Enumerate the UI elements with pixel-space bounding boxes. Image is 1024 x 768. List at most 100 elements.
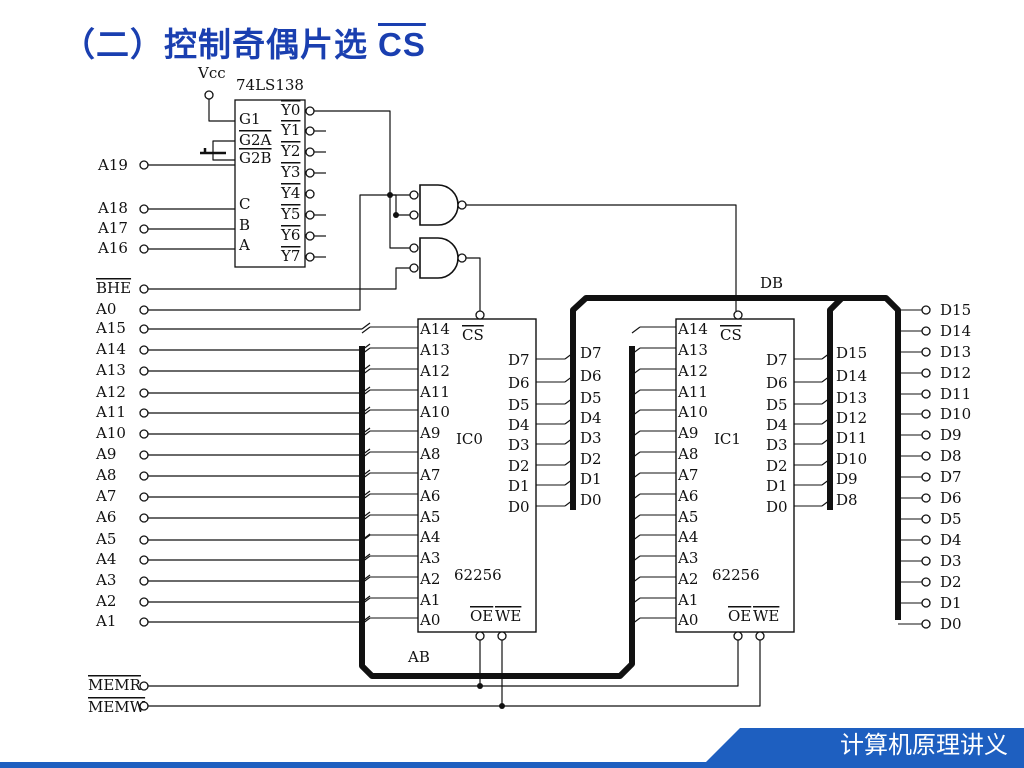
data-output-label: D14 [940, 322, 971, 340]
chip-data-pin: D7 [508, 351, 530, 369]
signal-label: A18 [97, 199, 128, 217]
nand-gate [419, 237, 459, 279]
signal-label: A16 [97, 239, 128, 257]
chip-address-pin: A6 [419, 487, 440, 505]
address-terminal [139, 597, 149, 607]
chip-data-pin: D2 [508, 457, 530, 475]
bus-tap [564, 352, 574, 360]
signal-label-memw: MEMW [88, 698, 146, 716]
ic0-data-bus-label: D5 [580, 389, 602, 407]
chip-address-pin: A4 [677, 528, 698, 546]
address-terminal [139, 555, 149, 565]
chip-address-pin: A11 [419, 383, 450, 401]
bus-tap [631, 576, 641, 584]
bus-tap [361, 368, 371, 376]
decoder-output-label: Y3 [280, 163, 300, 181]
address-terminal [139, 324, 149, 334]
decoder-output-bubble [305, 147, 315, 157]
bus-tap [361, 574, 371, 582]
data-output-terminal [921, 389, 931, 399]
address-terminal [139, 366, 149, 376]
data-output-label: D9 [940, 426, 962, 444]
chip-address-pin: A13 [677, 341, 708, 359]
decoder-input-label: A [238, 236, 250, 254]
data-output-label: D1 [940, 594, 962, 612]
terminal [139, 305, 149, 315]
data-output-terminal [921, 430, 931, 440]
ic0-data-bus-label: D2 [580, 450, 602, 468]
decoder-input-label: G2B [239, 149, 272, 167]
bus-tap [821, 417, 831, 425]
data-output-terminal [921, 598, 931, 608]
data-output-label: D0 [940, 615, 962, 633]
nand-output-bubble [457, 253, 467, 263]
data-output-label: D15 [940, 301, 971, 319]
chip-address-pin: A14 [677, 320, 708, 338]
chip-address-pin: A13 [419, 341, 450, 359]
decoder-output-bubble [305, 168, 315, 178]
chip-data-pin: D1 [766, 477, 788, 495]
chip-address-pin: A5 [677, 508, 698, 526]
bus-tap [631, 555, 641, 563]
ic1-data-bus-label: D14 [836, 367, 867, 385]
chip-address-pin: A14 [419, 320, 450, 338]
decoder-output-bubble [305, 189, 315, 199]
address-signal-label: A5 [95, 530, 116, 548]
terminal [139, 204, 149, 214]
nand-gate [419, 184, 459, 226]
bus-tap [361, 576, 371, 584]
chip-data-pin: D7 [766, 351, 788, 369]
address-signal-label: A8 [95, 466, 116, 484]
address-signal-label: A9 [95, 445, 116, 463]
terminal [409, 190, 419, 200]
address-terminal [139, 388, 149, 398]
signal-label-bhe: BHE [96, 279, 131, 297]
bus-tap [631, 514, 641, 522]
chip-label: IC0 [456, 430, 483, 448]
bus-tap [361, 490, 371, 498]
address-signal-label: A13 [95, 361, 126, 379]
chip-data-pin: D4 [508, 416, 530, 434]
address-terminal [139, 576, 149, 586]
chip-we-pin-label: WE [495, 607, 521, 625]
chip-address-pin: A2 [419, 570, 440, 588]
bus-tap [631, 597, 641, 605]
address-signal-label: A6 [95, 508, 116, 526]
memory-chip-ic1 [675, 318, 795, 633]
oe-terminal [475, 631, 485, 641]
ic1-data-bus-label: D9 [836, 470, 858, 488]
bus-tap [821, 352, 831, 360]
ic0-data-bus-label: D4 [580, 409, 602, 427]
bus-tap [361, 389, 371, 397]
chip-data-pin: D5 [766, 396, 788, 414]
data-output-label: D4 [940, 531, 962, 549]
address-terminal [139, 450, 149, 460]
bus-tap [631, 472, 641, 480]
memr-terminal [139, 681, 149, 691]
decoder-output-bubble [305, 210, 315, 220]
decoder-74ls138 [234, 99, 306, 268]
cs0-wire [466, 257, 481, 311]
address-bus [359, 346, 635, 679]
bus-tap [361, 469, 371, 477]
chip-address-pin: A3 [677, 549, 698, 567]
chip-address-pin: A8 [419, 445, 440, 463]
data-output-label: D7 [940, 468, 962, 486]
data-output-label: D12 [940, 364, 971, 382]
bus-tap [564, 375, 574, 383]
bus-tap [631, 389, 641, 397]
chip-address-pin: A5 [419, 508, 440, 526]
data-bus [570, 295, 901, 620]
bus-tap [631, 534, 641, 542]
bus-tap [361, 322, 371, 330]
chip-address-pin: A8 [677, 445, 698, 463]
bus-tap [631, 347, 641, 355]
terminal [139, 244, 149, 254]
address-signal-label: A11 [95, 403, 126, 421]
ic0-data-bus-label: D0 [580, 491, 602, 509]
chip-data-pin: D5 [508, 396, 530, 414]
bus-tap [361, 615, 371, 623]
bus-tap [564, 499, 574, 507]
oe-terminal [733, 631, 743, 641]
data-output-terminal [921, 472, 931, 482]
